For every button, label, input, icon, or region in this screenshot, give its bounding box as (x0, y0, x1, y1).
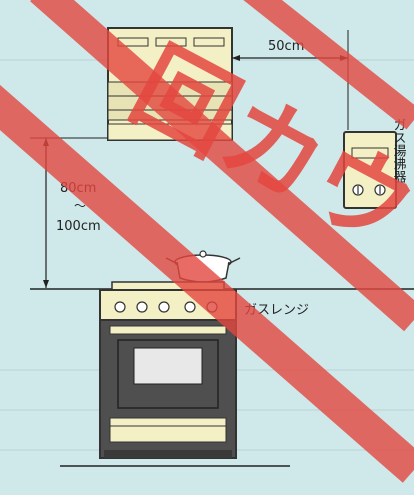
water-heater-label: ガス湯沸器 (391, 118, 407, 184)
side-clearance-label: 50cm (268, 39, 304, 54)
gas-water-heater (343, 131, 397, 209)
gas-range (99, 281, 237, 459)
height-max-label: 100cm (56, 219, 101, 234)
